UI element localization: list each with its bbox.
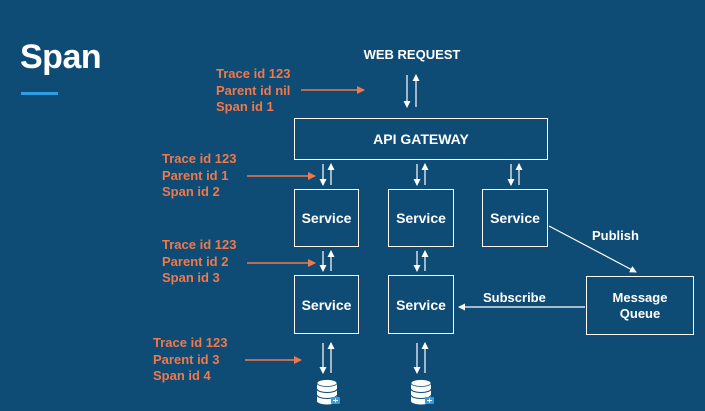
parent-id-text: Parent id 1: [162, 167, 229, 183]
service-label: Service: [301, 210, 352, 226]
service-box-row1-middle: Service: [388, 189, 454, 247]
database-icon: [316, 379, 340, 405]
web-request-label: WEB REQUEST: [363, 47, 461, 62]
trace-id-text: Trace id 123: [153, 335, 228, 350]
service-box-row1-left: Service: [294, 189, 359, 247]
api-gateway-label: API GATEWAY: [373, 131, 469, 147]
service-label: Service: [490, 210, 540, 226]
span-id-text: Span id 1: [216, 99, 274, 114]
trace-id-text: Trace id 123: [162, 237, 237, 252]
service-label: Service: [396, 210, 446, 226]
database-icon: [410, 379, 434, 405]
parent-id-text: Parent id 3: [153, 351, 220, 367]
queue-label-line2: Queue: [619, 305, 661, 321]
subscribe-label: Subscribe: [483, 290, 546, 305]
span-id-text: Span id 3: [162, 270, 220, 285]
trace-annotation-2: Trace id 123 Parent id 1 Span id 2: [162, 151, 236, 201]
publish-arrow: [548, 225, 637, 273]
service-label: Service: [301, 296, 352, 313]
api-gateway-box: API GATEWAY: [294, 118, 548, 160]
message-queue-box: Message Queue: [586, 276, 694, 335]
parent-id-text: Parent id 2: [162, 253, 229, 269]
parent-id-text: Parent id nil: [216, 82, 291, 98]
service-box-row2-middle: Service: [388, 275, 454, 334]
slide-title: Span: [20, 38, 102, 76]
span-id-text: Span id 4: [153, 368, 211, 383]
publish-label: Publish: [592, 228, 639, 243]
trace-annotation-3: Trace id 123 Parent id 2 Span id 3: [162, 237, 236, 287]
queue-label-line1: Message: [612, 289, 668, 305]
span-id-text: Span id 2: [162, 184, 220, 199]
title-underline: [21, 92, 58, 95]
service-box-row1-right: Service: [482, 189, 548, 247]
service-box-row2-left: Service: [294, 275, 359, 334]
trace-annotation-1: Trace id 123 Parent id nil Span id 1: [216, 66, 290, 116]
service-label: Service: [396, 296, 446, 313]
trace-id-text: Trace id 123: [162, 151, 237, 166]
trace-annotation-4: Trace id 123 Parent id 3 Span id 4: [153, 335, 227, 385]
trace-id-text: Trace id 123: [216, 66, 291, 81]
